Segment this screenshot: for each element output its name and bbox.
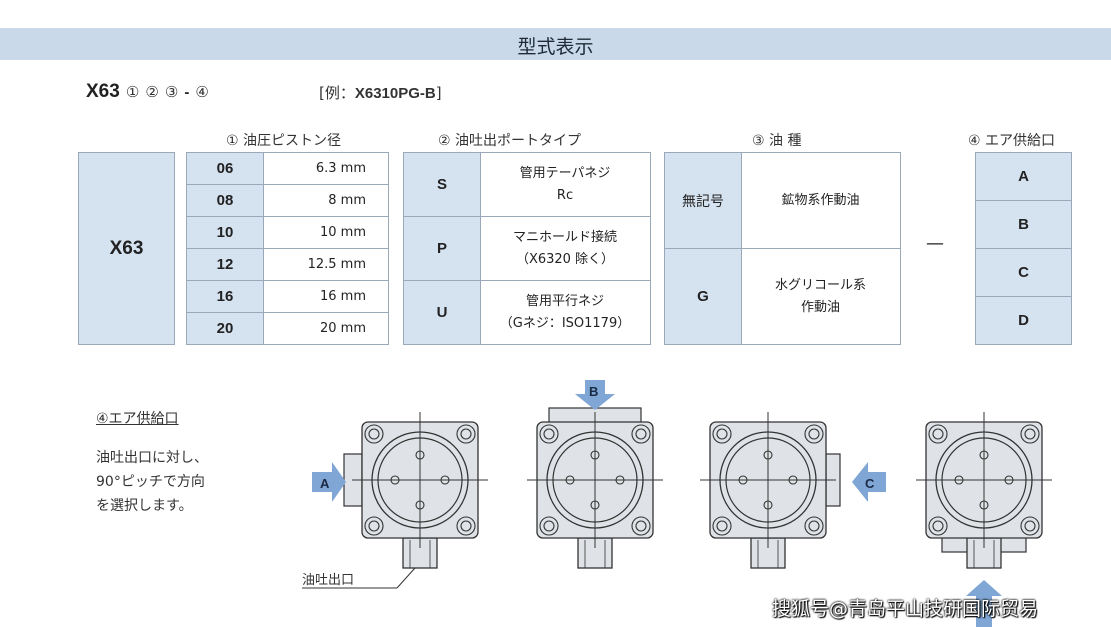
watermark-text: 搜狐号@青岛平山技研国际贸易: [772, 598, 1039, 620]
piston-size: 6.3 mm: [315, 161, 366, 176]
arrow-label-c: C: [865, 476, 875, 491]
oil-code: 無記号: [682, 193, 724, 210]
air-port-code: C: [976, 249, 1071, 297]
drawing-air-port-d: [915, 411, 1053, 569]
arrow-d-icon: [966, 580, 1002, 627]
model-slot-2: ②: [145, 83, 159, 101]
oil-desc-line1: 水グリコール系: [774, 277, 866, 293]
air-port-code: B: [976, 201, 1071, 249]
oil-table: 無記号 鉱物系作動油 G 水グリコール系 作動油: [664, 152, 901, 345]
piston-size: 16 mm: [319, 289, 366, 304]
port-desc-line2: Rc: [556, 187, 574, 203]
column-heading-air: ④ エア供給口: [968, 133, 1056, 149]
piston-code: 12: [216, 256, 234, 273]
model-slot-4: ④: [195, 83, 209, 101]
piston-code: 20: [216, 320, 234, 337]
piston-size: 10 mm: [319, 225, 366, 240]
note-title: ④エア供給口: [96, 411, 179, 427]
table-row: G 水グリコール系 作動油: [665, 249, 900, 344]
port-desc: 管用テーパネジ Rc: [480, 153, 650, 216]
model-slot-3: ③: [164, 83, 179, 101]
port-desc-line1: 管用テーパネジ: [519, 165, 611, 181]
model-dash: -: [184, 84, 190, 101]
note-line-3: を選択します。: [96, 498, 193, 514]
table-row: 12 12.5 mm: [187, 249, 388, 281]
drawing-air-port-c: [699, 411, 841, 569]
piston-code: 08: [216, 192, 234, 209]
piston-code: 10: [216, 224, 234, 241]
column-heading-port: ② 油吐出ポートタイプ: [438, 133, 582, 149]
oil-rows: 無記号 鉱物系作動油 G 水グリコール系 作動油: [665, 153, 900, 344]
separator-dash: —: [926, 233, 944, 254]
port-desc-line1: 管用平行ネジ: [525, 293, 604, 309]
example-open: [例：: [319, 84, 355, 102]
table-row: 08 8 mm: [187, 185, 388, 217]
drawing-air-port-a: [343, 411, 489, 569]
section-title: 型式表示: [517, 36, 594, 58]
piston-size: 8 mm: [328, 193, 366, 208]
series-box: X63: [78, 152, 175, 345]
port-desc-line1: マニホールド接続: [512, 229, 617, 245]
oil-desc-line2: 作動油: [800, 299, 840, 315]
model-example: [例：X6310PG-B]: [319, 82, 442, 103]
port-code: S: [436, 176, 447, 193]
table-row: 10 10 mm: [187, 217, 388, 249]
arrow-a-icon: [312, 462, 346, 502]
piston-code: 06: [216, 160, 234, 177]
model-prefix: X63: [86, 81, 120, 102]
air-port-code: A: [976, 153, 1071, 201]
air-port-code: D: [1018, 312, 1029, 329]
piston-rows: 06 6.3 mm 08 8 mm 10 10 mm 12 12.5 mm 16…: [187, 153, 388, 344]
table-row: 16 16 mm: [187, 281, 388, 313]
piston-size: 12.5 mm: [307, 257, 366, 272]
table-row: S 管用テーパネジ Rc: [404, 153, 650, 217]
column-heading-oil: ③ 油 種: [752, 133, 802, 149]
note-line-1: 油吐出口に対し、: [96, 450, 208, 466]
table-row: 06 6.3 mm: [187, 153, 388, 185]
piston-size: 20 mm: [319, 321, 366, 336]
port-table: S 管用テーパネジ Rc P マニホールド接続 （X6320 除く） U 管用平…: [403, 152, 651, 345]
air-port-table: A B C D: [975, 152, 1072, 345]
table-row: 無記号 鉱物系作動油: [665, 153, 900, 249]
port-desc: 管用平行ネジ （Gネジ：ISO1179）: [480, 281, 650, 344]
arrow-label-a: A: [320, 476, 330, 491]
arrow-c-icon: [852, 462, 886, 502]
table-row: U 管用平行ネジ （Gネジ：ISO1179）: [404, 281, 650, 344]
arrow-b-icon: [575, 380, 615, 410]
port-code: P: [436, 240, 447, 257]
port-rows: S 管用テーパネジ Rc P マニホールド接続 （X6320 除く） U 管用平…: [404, 153, 650, 344]
drawing-air-port-b: [526, 407, 664, 569]
port-desc-line2: （X6320 除く）: [515, 251, 615, 267]
oil-desc: 水グリコール系 作動油: [741, 249, 900, 344]
piston-code: 16: [216, 288, 234, 305]
table-row: P マニホールド接続 （X6320 除く）: [404, 217, 650, 281]
note-line-2: 90°ピッチで方向: [96, 474, 205, 490]
outlet-label: 油吐出口: [302, 573, 354, 588]
port-desc-line2: （Gネジ：ISO1179）: [499, 315, 631, 331]
oil-desc: 鉱物系作動油: [741, 153, 900, 248]
example-close: ]: [435, 84, 442, 102]
port-code-column: [404, 153, 481, 344]
series-label: X63: [109, 237, 144, 259]
model-slot-1: ①: [125, 83, 140, 101]
oil-code: G: [697, 288, 709, 305]
model-code-format: X63 ① ② ③ - ④: [86, 80, 209, 103]
arrow-label-b: B: [589, 384, 598, 399]
piston-table: 06 6.3 mm 08 8 mm 10 10 mm 12 12.5 mm 16…: [186, 152, 389, 345]
air-port-drawings: A 油吐出口 B C: [302, 380, 1053, 627]
column-heading-piston: ① 油圧ピストン径: [226, 133, 342, 149]
table-row: 20 20 mm: [187, 313, 388, 344]
oil-desc-line1: 鉱物系作動油: [781, 192, 860, 208]
section-header-bar: 型式表示: [0, 28, 1111, 60]
example-code: X6310PG-B: [354, 85, 436, 102]
port-desc: マニホールド接続 （X6320 除く）: [480, 217, 650, 280]
port-code: U: [436, 304, 448, 321]
